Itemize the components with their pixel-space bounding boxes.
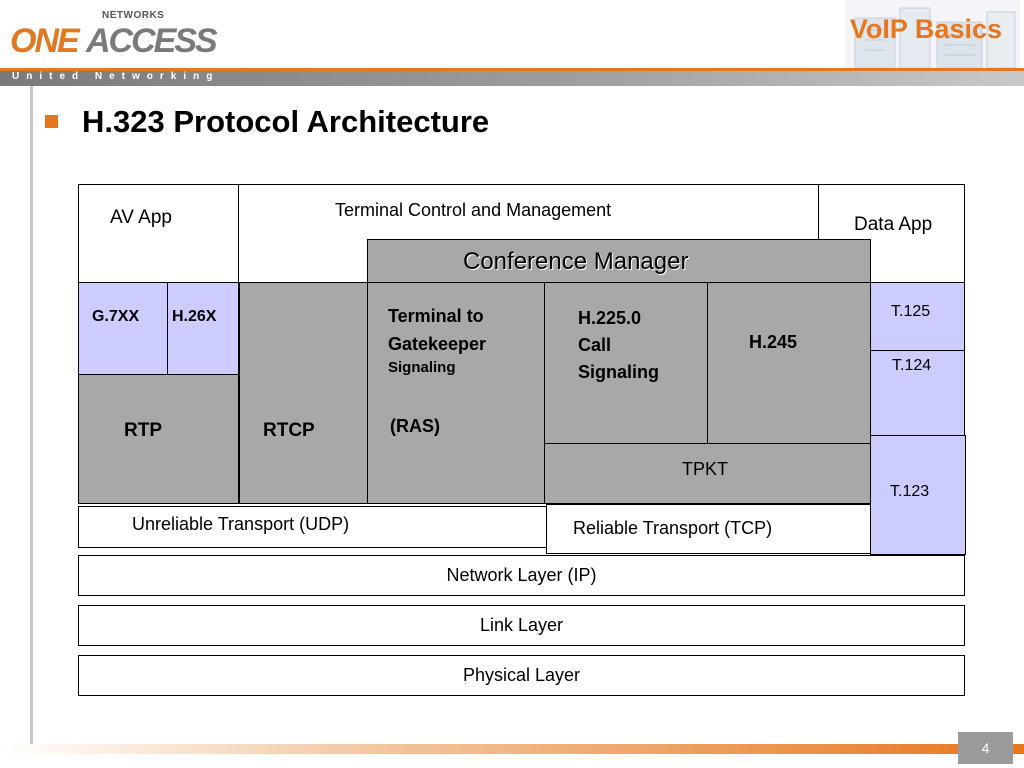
physical-layer-label: Physical Layer — [462, 665, 581, 685]
rtcp-label: RTCP — [263, 420, 315, 441]
tcp-label: Reliable Transport (TCP) — [573, 518, 773, 538]
physical-layer-box: Physical Layer — [78, 655, 965, 696]
h245-box: H.245 — [707, 282, 871, 444]
left-margin-rule — [30, 86, 33, 746]
g7xx-box: G.7XX — [78, 282, 169, 375]
page-title: VoIP Basics — [849, 14, 1002, 44]
t125-label: T.125 — [891, 303, 931, 320]
logo-one-text: ONE — [10, 22, 80, 60]
h26x-box: H.26X — [167, 282, 239, 375]
h245-label: H.245 — [749, 332, 798, 352]
av-app-label: AV App — [110, 207, 172, 228]
t125-box: T.125 — [870, 282, 965, 351]
tcp-box: Reliable Transport (TCP) — [546, 504, 871, 554]
conference-manager-label: Conference Manager — [463, 248, 689, 275]
footer-band — [0, 744, 1024, 754]
tagline: United Networking — [12, 71, 220, 82]
h2250-box: H.225.0 Call Signaling — [544, 282, 709, 444]
t123-box: T.123 — [870, 435, 966, 555]
h2250-label-line3: Signaling — [578, 362, 659, 382]
terminal-control-label: Terminal Control and Management — [335, 200, 612, 220]
ras-label-line4: (RAS) — [390, 416, 440, 436]
network-layer-box: Network Layer (IP) — [78, 555, 965, 596]
rtcp-box: RTCP — [239, 282, 369, 504]
decorative-building-graphic — [845, 0, 1020, 68]
h2250-label-line1: H.225.0 — [578, 308, 642, 328]
link-layer-label: Link Layer — [479, 615, 564, 635]
t124-label: T.124 — [892, 357, 932, 374]
rtp-box: RTP — [78, 374, 239, 504]
udp-label: Unreliable Transport (UDP) — [132, 514, 350, 534]
ras-box: Terminal to Gatekeeper Signaling (RAS) — [367, 282, 546, 504]
page-number: 4 — [958, 732, 1013, 764]
link-layer-box: Link Layer — [78, 605, 965, 646]
t124-box: T.124 — [870, 350, 965, 436]
av-app-box: AV App — [78, 184, 239, 286]
h2250-label-line2: Call — [578, 335, 612, 355]
g7xx-label: G.7XX — [92, 308, 140, 325]
tpkt-box: TPKT — [544, 443, 871, 504]
ras-label-line2: Gatekeeper — [388, 334, 487, 354]
rtp-label: RTP — [124, 420, 162, 441]
ras-label-line1: Terminal to — [388, 306, 484, 326]
network-layer-label: Network Layer (IP) — [446, 565, 597, 585]
bullet-square — [45, 115, 58, 128]
tpkt-label: TPKT — [682, 459, 729, 479]
data-app-label: Data App — [854, 214, 933, 235]
header-band — [0, 68, 1024, 86]
t123-label: T.123 — [890, 483, 930, 500]
slide-heading: H.323 Protocol Architecture — [82, 104, 490, 139]
logo-access-text: ACCESS — [86, 22, 218, 60]
header-accent-line — [0, 68, 1024, 71]
oneaccess-logo: NETWORKS ONE ACCESS — [10, 6, 218, 62]
udp-box: Unreliable Transport (UDP) — [78, 506, 547, 548]
h26x-label: H.26X — [172, 308, 217, 325]
ras-label-line3: Signaling — [388, 359, 456, 376]
logo-networks-text: NETWORKS — [102, 10, 165, 21]
conference-manager-box: Conference Manager — [367, 239, 871, 284]
